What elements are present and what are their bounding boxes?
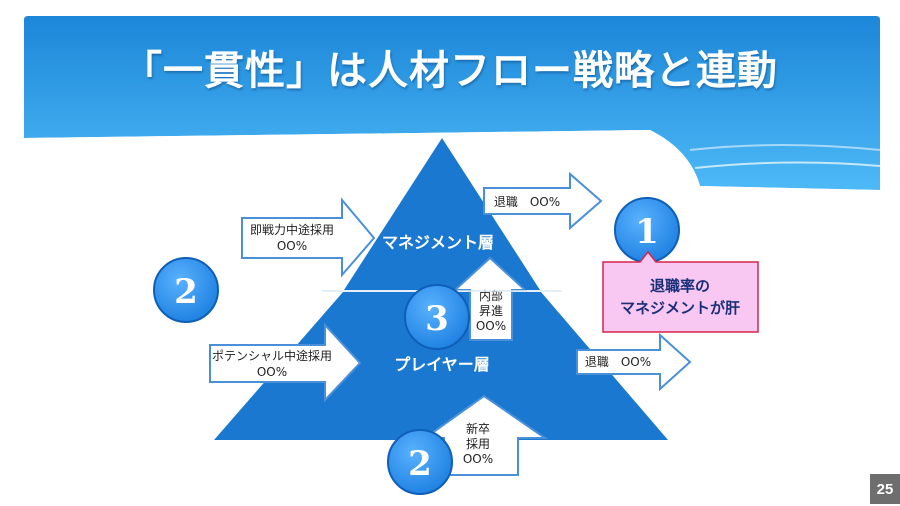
pyramid-management-layer	[344, 138, 540, 290]
player-layer-label: プレイヤー層	[394, 355, 490, 374]
marker-2-bottom: 2	[387, 429, 453, 495]
arrow-internal-promotion-rate: OO%	[476, 319, 506, 333]
callout-box: 退職率の マネジメントが肝	[602, 250, 759, 333]
arrow-mid-career-potential-label: ポテンシャル中途採用	[212, 348, 332, 363]
marker-1: 1	[614, 197, 680, 263]
arrow-mid-career-immediate-rate: OO%	[277, 239, 307, 253]
page-number: 25	[870, 474, 900, 504]
arrow-new-grad-line2: 採用	[466, 437, 490, 451]
arrow-mid-career-potential: ポテンシャル中途採用 OO%	[209, 322, 362, 403]
arrow-new-grad-line1: 新卒	[466, 421, 490, 436]
arrow-internal-promotion-line2: 昇進	[479, 304, 503, 318]
arrow-attrition-player: 退職 OO%	[576, 332, 692, 392]
arrow-mid-career-immediate: 即戦力中途採用 OO%	[241, 197, 376, 278]
marker-1-number: 1	[635, 212, 659, 252]
callout-line1: 退職率の	[650, 277, 710, 295]
arrow-attrition-player-label: 退職 OO%	[585, 355, 651, 369]
arrow-attrition-management: 退職 OO%	[483, 171, 603, 231]
marker-3: 3	[404, 284, 470, 350]
marker-2-left: 2	[153, 257, 219, 323]
arrow-mid-career-potential-rate: OO%	[257, 365, 287, 379]
management-layer-label: マネジメント層	[382, 233, 494, 252]
callout-line2: マネジメントが肝	[620, 299, 740, 317]
arrow-mid-career-immediate-label: 即戦力中途採用	[250, 222, 334, 237]
marker-2-bottom-number: 2	[408, 444, 432, 484]
arrow-attrition-management-label: 退職 OO%	[494, 195, 560, 209]
arrow-new-grad: 新卒 採用 OO%	[421, 394, 549, 476]
marker-3-number: 3	[425, 299, 449, 339]
arrow-new-grad-rate: OO%	[463, 452, 493, 466]
marker-2-left-number: 2	[174, 272, 198, 312]
slide-title: 「一貫性」は人材フロー戦略と連動	[122, 47, 778, 94]
